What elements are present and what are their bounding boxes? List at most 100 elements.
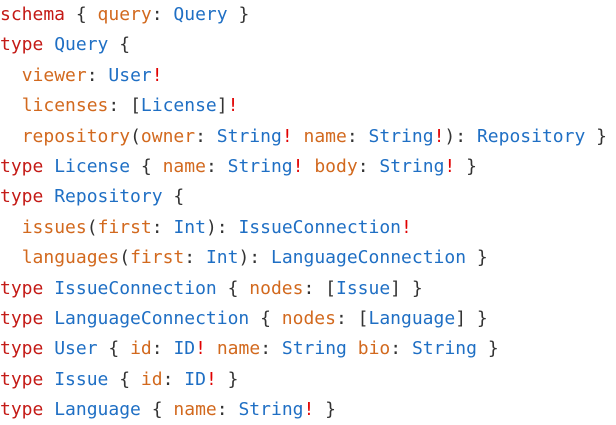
punctuation-token: ): [444,125,477,147]
punctuation-token: } [585,125,607,147]
code-line: type Repository { [0,182,607,212]
non-null-marker: ! [303,399,315,421]
punctuation-token: } [455,155,477,177]
punctuation-token: ] } [455,307,488,329]
type-token: Language [368,307,456,329]
punctuation-token [43,308,54,329]
punctuation-token [293,126,304,147]
code-line: schema { query: Query } [0,0,607,30]
field-token: id [140,368,163,390]
type-token: String [238,399,304,421]
field-token: repository [21,125,131,147]
punctuation-token [0,95,22,116]
code-line: viewer: User! [0,61,607,91]
type-token: String [227,155,293,177]
punctuation-token [43,338,54,359]
punctuation-token: : [195,125,217,147]
type-token: IssueConnection [238,216,402,238]
field-token: languages [21,247,120,269]
non-null-marker: ! [292,155,304,177]
field-token: bio [357,338,391,360]
code-line: repository(owner: String! name: String!)… [0,122,607,152]
type-token: String [379,155,445,177]
punctuation-token: : [260,338,282,360]
non-null-marker: ! [205,368,217,390]
punctuation-token: { [108,34,131,56]
punctuation-token: ): [238,247,271,269]
punctuation-token: ( [86,216,98,238]
field-token: first [97,216,152,238]
type-token: LanguageConnection [54,307,250,329]
punctuation-token: ( [130,125,141,147]
punctuation-token [43,156,54,177]
non-null-marker: ! [151,64,163,86]
keyword-token: type [0,34,44,56]
type-token: IssueConnection [54,277,217,299]
punctuation-token [0,217,22,238]
punctuation-token: ] } [390,277,423,299]
field-token: id [130,338,152,360]
code-line: type IssueConnection { nodes: [Issue] } [0,274,607,304]
type-token: User [54,338,98,360]
code-line: type User { id: ID! name: String bio: St… [0,334,607,364]
non-null-marker: ! [401,216,412,238]
non-null-marker: ! [195,338,206,360]
punctuation-token [43,186,54,207]
punctuation-token: ] [216,95,228,117]
type-token: LanguageConnection [270,247,467,269]
field-token: owner [140,125,196,147]
field-token: licenses [21,95,109,117]
code-line: type License { name: String! body: Strin… [0,152,607,182]
code-line: licenses: [License]! [0,91,607,121]
type-token: License [140,95,217,117]
punctuation-token: { [97,338,131,360]
type-token: ID [173,338,196,360]
punctuation-token: : [216,399,239,421]
punctuation-token: : [184,247,206,269]
keyword-token: type [0,368,44,390]
code-line: type Query { [0,30,607,60]
punctuation-token: : [357,155,380,177]
field-token: name [216,338,261,360]
keyword-token: type [0,307,44,329]
punctuation-token: : [390,338,412,360]
field-token: first [130,247,185,269]
punctuation-token: { [108,368,141,390]
type-token: Issue [54,368,109,390]
type-token: User [108,64,152,86]
type-token: String [368,125,434,147]
non-null-marker: ! [444,155,456,177]
type-token: String [216,125,282,147]
punctuation-token [43,369,54,390]
punctuation-token: : [ [303,277,336,299]
keyword-token: type [0,399,44,421]
keyword-token: type [0,155,44,177]
non-null-marker: ! [281,125,293,147]
punctuation-token: } [476,338,499,360]
type-token: License [54,155,131,177]
punctuation-token: { [130,155,163,177]
keyword-token: schema [0,4,66,25]
punctuation-token [43,34,54,55]
punctuation-token [0,126,22,147]
punctuation-token [206,338,217,359]
punctuation-token: { [65,4,98,25]
field-token: body [314,155,358,177]
punctuation-token: } [227,4,250,25]
field-token: issues [21,216,87,238]
punctuation-token: } [466,247,488,269]
field-token: viewer [21,64,87,86]
type-token: Query [54,34,109,56]
keyword-token: type [0,186,44,208]
non-null-marker: ! [433,125,445,147]
code-line: type LanguageConnection { nodes: [Langua… [0,304,607,334]
punctuation-token: ): [205,216,239,238]
field-token: name [173,399,217,421]
punctuation-token [347,338,358,359]
type-token: Repository [476,125,586,147]
punctuation-token: : [346,125,369,147]
punctuation-token: } [314,399,337,421]
code-line: type Issue { id: ID! } [0,365,607,395]
punctuation-token [43,399,54,420]
